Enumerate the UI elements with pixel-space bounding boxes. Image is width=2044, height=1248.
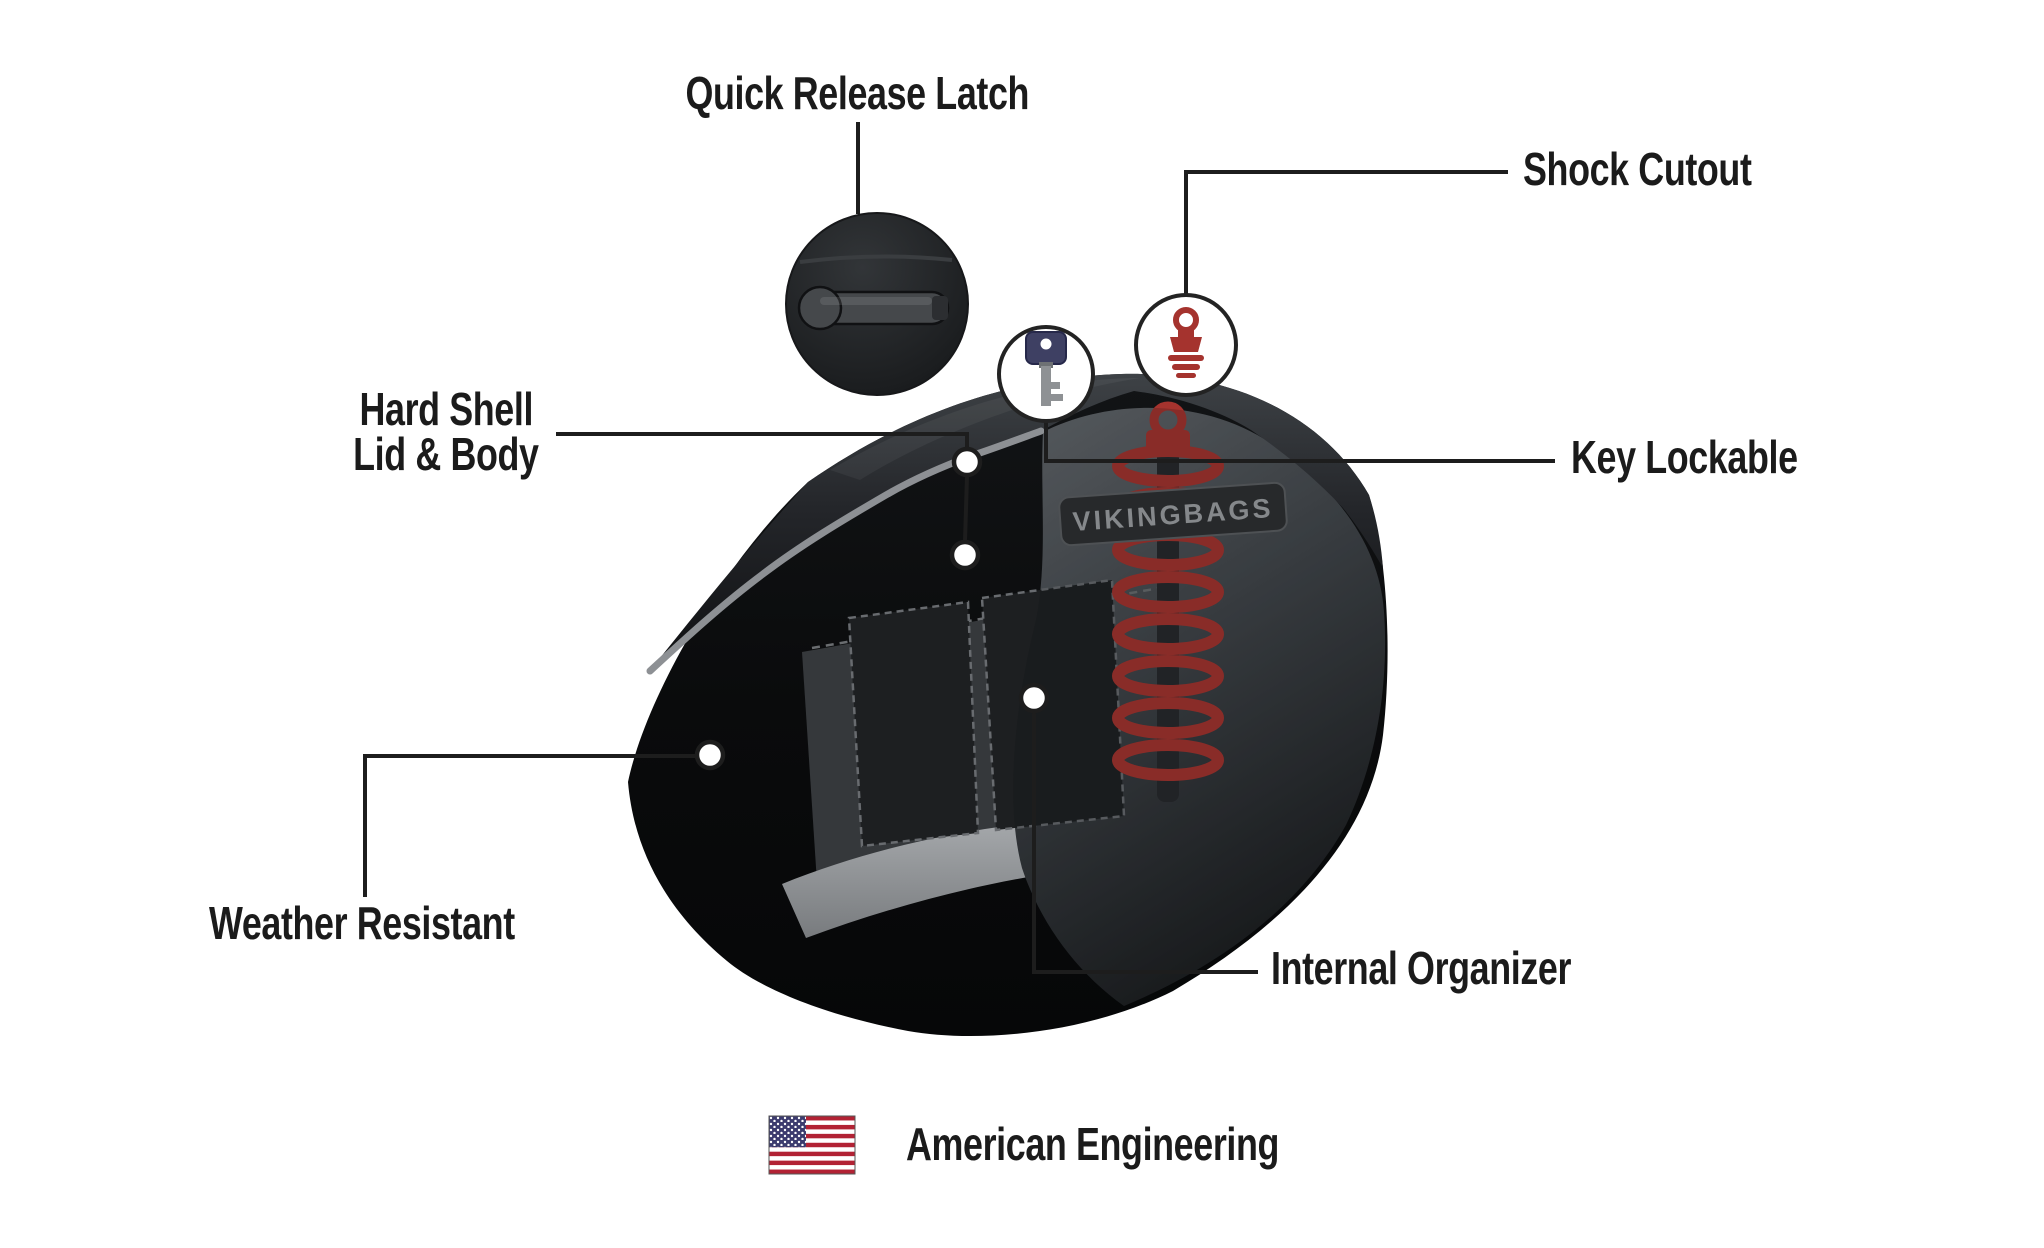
hard-shell-connector-line xyxy=(963,475,969,542)
callout-label-hard-shell: Hard Shell Lid & Body xyxy=(296,383,596,480)
shock-cutout-line xyxy=(1184,170,1508,294)
latch-seam xyxy=(799,254,953,264)
internal-organizer-marker xyxy=(1018,682,1050,714)
weather-resistant-text: Weather Resistant xyxy=(209,897,515,949)
organizer-pocket-right xyxy=(980,578,1126,832)
quick-release-latch-inset xyxy=(785,212,969,396)
window-tint xyxy=(1013,407,1386,1006)
shock-cutout-badge xyxy=(1134,293,1238,397)
shock-cutout-text: Shock Cutout xyxy=(1523,143,1752,195)
callout-label-internal-organizer: Internal Organizer xyxy=(1271,945,1656,991)
callout-label-weather-resistant: Weather Resistant xyxy=(209,900,601,946)
internal-organizer-text: Internal Organizer xyxy=(1271,942,1572,994)
callout-label-shock-cutout: Shock Cutout xyxy=(1523,146,1816,192)
saddlebag: VIKINGBAGS xyxy=(628,373,1388,1037)
key-lockable-line xyxy=(1044,422,1555,463)
key-lockable-badge xyxy=(997,325,1095,423)
brand-plate: VIKINGBAGS xyxy=(1058,481,1288,547)
hard-shell-lid-marker xyxy=(951,446,983,478)
us-flag-icon xyxy=(768,1115,856,1175)
quick-release-latch-text: Quick Release Latch xyxy=(685,67,1029,119)
lid-gloss-highlight xyxy=(830,378,1140,480)
american-engineering-text: American Engineering xyxy=(906,1118,1280,1170)
key-icon xyxy=(1025,331,1067,406)
organizer-pocket-left xyxy=(847,600,980,848)
brand-plate-bezel xyxy=(1058,481,1288,547)
weather-resistant-line xyxy=(363,754,696,897)
key-lockable-text: Key Lockable xyxy=(1571,431,1798,483)
footer-american-engineering: American Engineering xyxy=(906,1121,1384,1167)
weather-resistant-marker xyxy=(694,739,726,771)
hard-shell-text-line2: Lid & Body xyxy=(353,428,539,480)
internal-organizer-line xyxy=(1032,712,1258,974)
hard-shell-text-line1: Hard Shell xyxy=(359,383,533,435)
callout-label-key-lockable: Key Lockable xyxy=(1571,434,1862,480)
hard-shell-body-marker xyxy=(949,539,981,571)
callout-lines xyxy=(363,122,1555,974)
bag-lid xyxy=(648,373,1383,673)
lid-trim-stripe xyxy=(646,427,1045,675)
shock-absorber-icon xyxy=(1168,307,1204,378)
hard-shell-line xyxy=(556,432,969,448)
callout-markers xyxy=(694,446,1050,771)
quick-release-latch-icon xyxy=(797,285,950,331)
callout-label-quick-release-latch: Quick Release Latch xyxy=(607,70,1107,116)
